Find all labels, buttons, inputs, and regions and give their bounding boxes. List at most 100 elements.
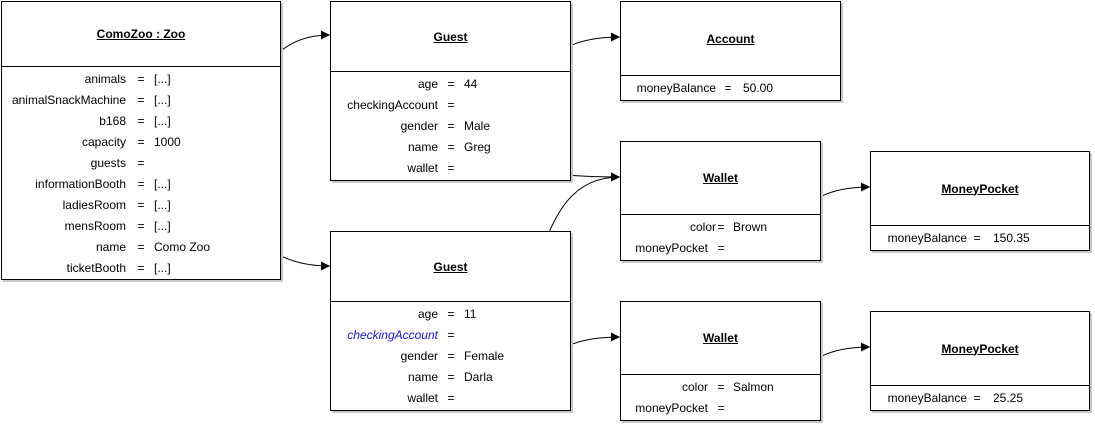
attr-label: informationBooth bbox=[35, 177, 126, 191]
attr-value: Como Zoo bbox=[154, 240, 211, 254]
wallet-salmon-object-title: Wallet bbox=[621, 302, 820, 375]
attr-label: name bbox=[407, 370, 438, 384]
attr-value: Male bbox=[464, 119, 491, 133]
attr-label: age bbox=[417, 307, 438, 321]
zoo-object-box[interactable]: ComoZoo : Zoo animals=[...] animalSnackM… bbox=[1, 1, 281, 280]
zoo-attr-row: capacity = 1000 bbox=[2, 132, 280, 153]
equals-sign: = bbox=[717, 220, 725, 234]
wallet-attr-row: color=Salmon bbox=[621, 377, 820, 398]
equals-sign: = bbox=[973, 391, 981, 405]
wallet-brown-attributes: color= Brown moneyPocket = bbox=[621, 215, 820, 260]
attr-label: capacity bbox=[81, 135, 126, 149]
moneypocket-1-object-title: MoneyPocket bbox=[871, 152, 1089, 226]
equals-sign: = bbox=[447, 77, 455, 91]
equals-sign: = bbox=[137, 93, 145, 107]
attr-label: moneyBalance bbox=[636, 81, 716, 95]
zoo-attributes: animals = [...] animalSnackMachine = [...] b… bbox=[2, 67, 280, 279]
attr-label: animalSnackMachine bbox=[11, 93, 126, 107]
guest-attr-row: name=Greg bbox=[331, 137, 570, 158]
wallet-salmon-attributes: color=Salmon moneyPocket= bbox=[621, 375, 820, 420]
zoo-attr-row: b168=[...] bbox=[2, 111, 280, 132]
attr-label: color bbox=[681, 380, 708, 394]
equals-sign: = bbox=[137, 261, 145, 275]
guest-darla-object-box[interactable]: Guest age=11 checkingAccount= gender=Fem… bbox=[330, 231, 571, 411]
attr-label: name bbox=[95, 240, 126, 254]
zoo-attr-row: ticketBooth = [...] bbox=[2, 258, 280, 279]
attr-value: Greg bbox=[464, 140, 491, 154]
attr-value: Brown bbox=[733, 220, 768, 234]
guest-attr-row: age=11 bbox=[331, 304, 570, 325]
equals-sign: = bbox=[724, 81, 732, 95]
equals-sign: = bbox=[717, 380, 725, 394]
equals-sign: = bbox=[447, 370, 455, 384]
moneypocket-1-attributes: moneyBalance=150.35 bbox=[871, 226, 1089, 250]
guest-attr-row: gender = Male bbox=[331, 116, 570, 137]
equals-sign: = bbox=[137, 240, 145, 254]
wallet-brown-object-box[interactable]: Wallet color= Brown moneyPocket = bbox=[620, 141, 821, 261]
attr-label: age bbox=[417, 77, 438, 91]
attr-value: Female bbox=[464, 349, 505, 363]
guest-greg-attributes: age=44 checkingAccount= gender=Male name… bbox=[331, 72, 570, 180]
attr-label: moneyPocket bbox=[635, 241, 708, 255]
guest-greg-object-title: Guest bbox=[331, 2, 570, 72]
wallet-attr-row: color= Brown bbox=[621, 217, 820, 238]
attr-label: moneyBalance bbox=[887, 231, 967, 245]
equals-sign: = bbox=[137, 135, 145, 149]
attr-label: wallet bbox=[407, 391, 438, 405]
attr-label: gender bbox=[400, 349, 438, 363]
moneypocket-1-object-box[interactable]: MoneyPocket moneyBalance=150.35 bbox=[870, 151, 1090, 251]
equals-sign: = bbox=[137, 156, 145, 170]
equals-sign: = bbox=[447, 328, 455, 342]
attr-value: 150.35 bbox=[993, 231, 1030, 245]
equals-sign: = bbox=[137, 219, 145, 233]
equals-sign: = bbox=[447, 391, 455, 405]
account-attributes: moneyBalance = 50.00 bbox=[621, 76, 840, 100]
attr-value: 50.00 bbox=[743, 81, 774, 95]
moneypocket-attr-row: moneyBalance=150.35 bbox=[871, 228, 1089, 249]
guest-attr-row: wallet = bbox=[331, 158, 570, 179]
account-object-box[interactable]: Account moneyBalance = 50.00 bbox=[620, 1, 841, 101]
attr-value: 1000 bbox=[154, 135, 181, 149]
moneypocket-attr-row: moneyBalance=25.25 bbox=[871, 388, 1089, 409]
wallet-brown-object-title: Wallet bbox=[621, 142, 820, 215]
zoo-attr-row: name = Como Zoo bbox=[2, 237, 280, 258]
equals-sign: = bbox=[447, 161, 455, 175]
guest-greg-object-box[interactable]: Guest age = 44 checkingAccount = gender = Mal… bbox=[330, 1, 571, 181]
guest-attr-row: age = 44 bbox=[331, 74, 570, 95]
attr-label: moneyPocket bbox=[635, 401, 708, 415]
equals-sign: = bbox=[717, 401, 725, 415]
wallet-salmon-object-box[interactable]: Wallet color=Salmon moneyPocket= bbox=[620, 301, 821, 421]
guest-attr-row: wallet = bbox=[331, 388, 570, 409]
attr-label: color bbox=[689, 220, 716, 234]
equals-sign: = bbox=[447, 307, 455, 321]
account-object-title: Account bbox=[621, 2, 840, 76]
zoo-attr-row: mensRoom=[...] bbox=[2, 216, 280, 237]
guest-darla-object-title: Guest bbox=[331, 232, 570, 302]
moneypocket-2-object-box[interactable]: MoneyPocket moneyBalance=25.25 bbox=[870, 311, 1090, 411]
equals-sign: = bbox=[137, 198, 145, 212]
zoo-attr-row: ladiesRoom=[...] bbox=[2, 195, 280, 216]
attr-value: [...] bbox=[154, 261, 171, 275]
attr-label: wallet bbox=[407, 161, 438, 175]
guest-attr-row: name = Darla bbox=[331, 367, 570, 388]
equals-sign: = bbox=[447, 119, 455, 133]
guest-attr-row: gender=Female bbox=[331, 346, 570, 367]
equals-sign: = bbox=[717, 241, 725, 255]
equals-sign: = bbox=[447, 98, 455, 112]
attr-value: 44 bbox=[464, 77, 478, 91]
attr-value: [...] bbox=[154, 198, 171, 212]
attr-label: checkingAccount bbox=[347, 98, 438, 112]
attr-label: b168 bbox=[99, 114, 126, 128]
equals-sign: = bbox=[137, 177, 145, 191]
attr-label: gender bbox=[400, 119, 438, 133]
attr-value: Darla bbox=[464, 370, 493, 384]
attr-label: animals bbox=[84, 72, 126, 86]
attr-value: [...] bbox=[154, 219, 171, 233]
guest-darla-attributes: age=11 checkingAccount= gender=Female na… bbox=[331, 302, 570, 410]
equals-sign: = bbox=[447, 140, 455, 154]
attr-value: [...] bbox=[154, 72, 171, 86]
equals-sign: = bbox=[137, 114, 145, 128]
account-attr-row: moneyBalance = 50.00 bbox=[621, 78, 840, 99]
attr-value: [...] bbox=[154, 93, 171, 107]
attr-label: ticketBooth bbox=[66, 261, 126, 275]
